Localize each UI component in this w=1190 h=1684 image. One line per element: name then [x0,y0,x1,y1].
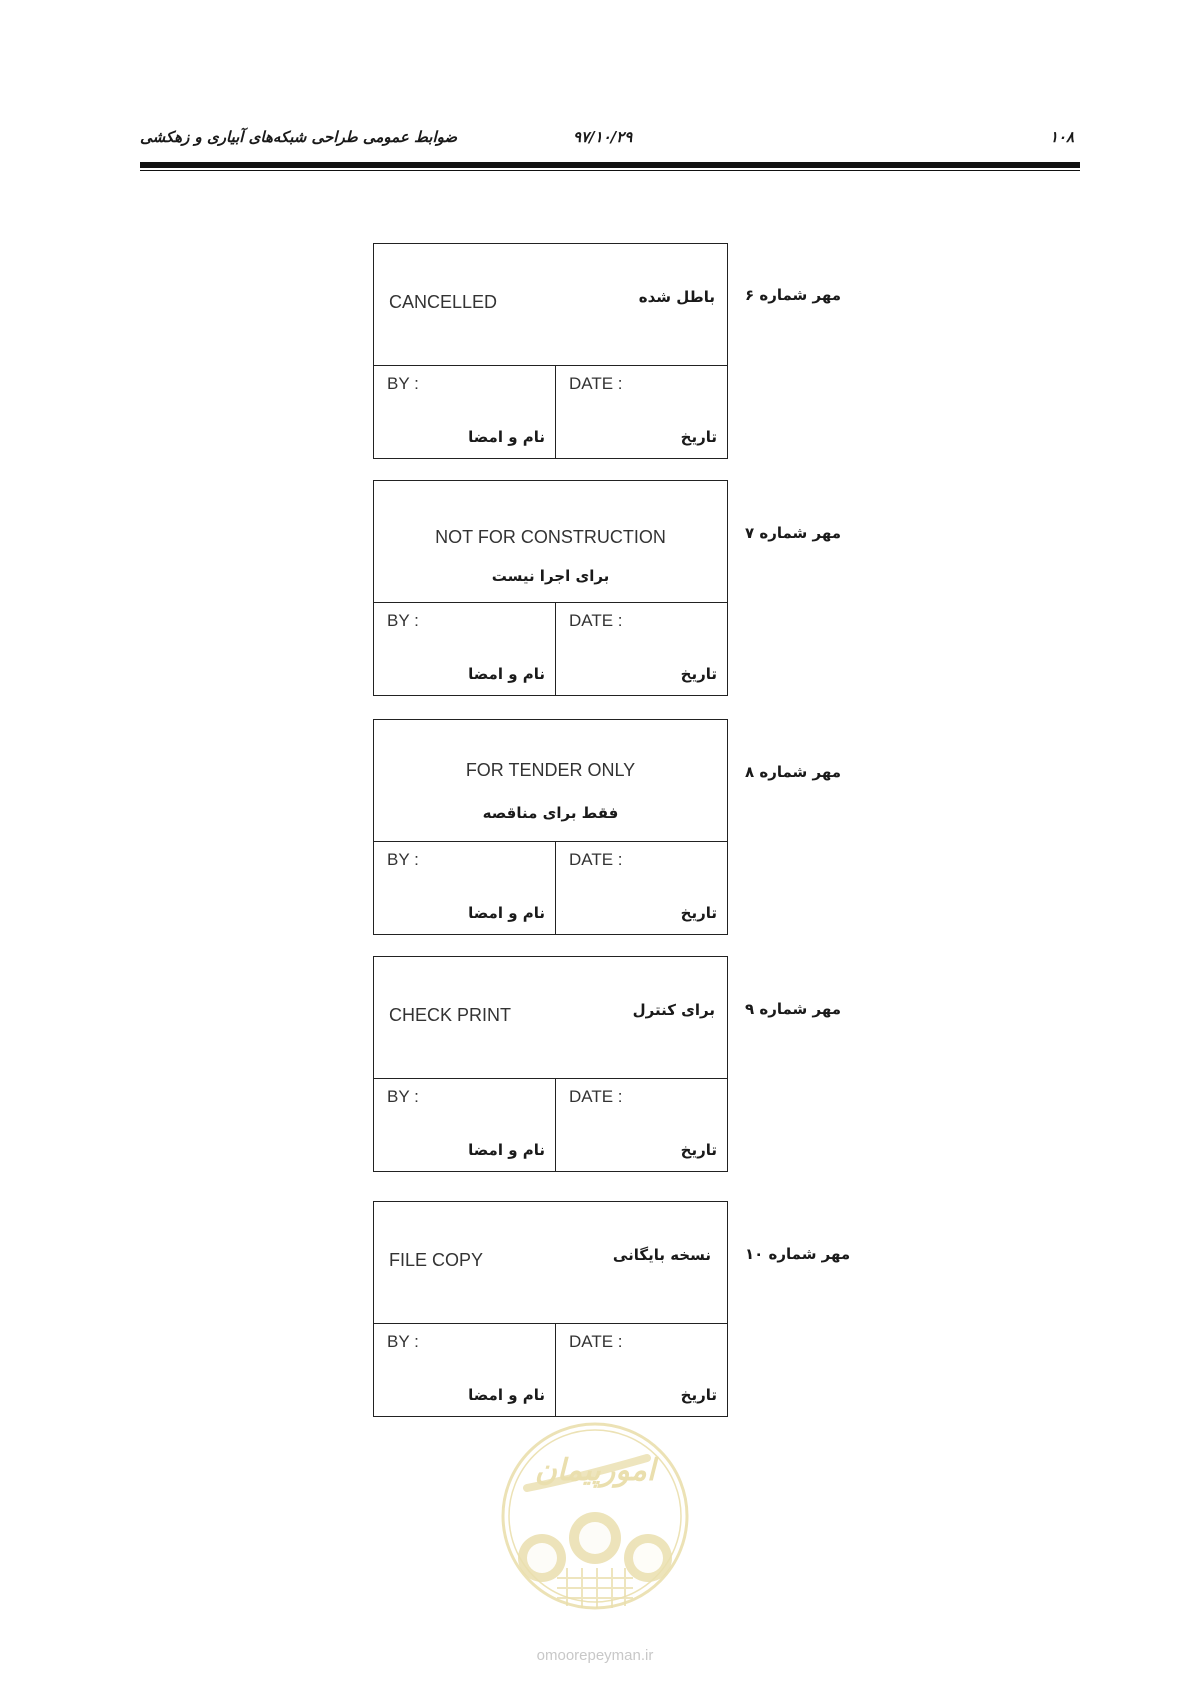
stamp-label-9: مهر شماره ۹ [745,1000,842,1018]
document-date: ۹۷/۱۰/۲۹ [573,128,633,146]
stamp-by-cell: BY : نام و امضا [374,842,556,934]
document-title: ضوابط عمومی طراحی شبکه‌های آبیاری و زهکش… [140,128,458,146]
stamp-persian-title: برای اجرا نیست [491,567,610,585]
date-caption: DATE : [569,374,623,393]
watermark-logo-text: امورپیمان [535,1453,659,1488]
stamp-label-7: مهر شماره ۷ [745,524,842,542]
stamp-by-cell: BY : نام و امضا [374,1324,556,1416]
by-persian-caption: نام و امضا [468,904,545,922]
stamp-by-cell: BY : نام و امضا [374,1079,556,1171]
stamp-date-cell: DATE : تاریخ [556,842,727,934]
stamp-10: FILE COPY نسخه بایگانی BY : نام و امضا D… [373,1201,728,1417]
stamp-8: FOR TENDER ONLY فقط برای مناقصه BY : نام… [373,719,728,935]
header-rule-thin [140,170,1080,171]
stamp-date-cell: DATE : تاریخ [556,1324,727,1416]
by-caption: BY : [387,1332,419,1351]
stamp-label-6: مهر شماره ۶ [745,286,842,304]
stamp-by-cell: BY : نام و امضا [374,603,556,695]
date-caption: DATE : [569,1332,623,1351]
by-caption: BY : [387,850,419,869]
by-persian-caption: نام و امضا [468,665,545,683]
page-number: ۱۰۸ [1049,128,1074,146]
stamp-persian-title: باطل شده [638,288,715,306]
stamp-english-title: FILE COPY [389,1250,484,1270]
by-persian-caption: نام و امضا [468,428,545,446]
stamp-6: CANCELLED باطل شده BY : نام و امضا DATE … [373,243,728,459]
by-caption: BY : [387,1087,419,1106]
date-persian-caption: تاریخ [680,1141,717,1159]
stamp-9: CHECK PRINT برای کنترل BY : نام و امضا D… [373,956,728,1172]
stamp-label-8: مهر شماره ۸ [745,763,842,781]
stamp-7: NOT FOR CONSTRUCTION برای اجرا نیست BY :… [373,480,728,696]
stamp-persian-title: فقط برای مناقصه [482,804,619,822]
date-persian-caption: تاریخ [680,1386,717,1404]
stamp-title-area: FOR TENDER ONLY فقط برای مناقصه [374,720,727,842]
stamp-title-area: FILE COPY نسخه بایگانی [374,1202,727,1324]
stamp-label-10: مهر شماره ۱۰ [745,1245,851,1263]
date-caption: DATE : [569,850,623,869]
watermark-site: omoorepeyman.ir [536,1647,654,1664]
date-persian-caption: تاریخ [680,665,717,683]
date-caption: DATE : [569,611,623,630]
stamp-english-title: NOT FOR CONSTRUCTION [435,527,666,547]
by-caption: BY : [387,374,419,393]
by-caption: BY : [387,611,419,630]
stamp-title-area: CHECK PRINT برای کنترل [374,957,727,1079]
stamp-english-title: FOR TENDER ONLY [465,760,636,780]
watermark-logo: امورپیمان [501,1422,689,1610]
stamp-date-cell: DATE : تاریخ [556,603,727,695]
stamp-english-title: CANCELLED [389,292,498,312]
by-persian-caption: نام و امضا [468,1141,545,1159]
date-persian-caption: تاریخ [680,428,717,446]
header-rule-thick [140,162,1080,168]
stamp-persian-title: برای کنترل [632,1001,715,1019]
stamp-english-title: CHECK PRINT [389,1005,512,1025]
stamp-date-cell: DATE : تاریخ [556,366,727,458]
stamp-title-area: CANCELLED باطل شده [374,244,727,366]
stamp-title-area: NOT FOR CONSTRUCTION برای اجرا نیست [374,481,727,603]
date-caption: DATE : [569,1087,623,1106]
date-persian-caption: تاریخ [680,904,717,922]
by-persian-caption: نام و امضا [468,1386,545,1404]
stamp-by-cell: BY : نام و امضا [374,366,556,458]
stamp-persian-title: نسخه بایگانی [612,1246,711,1264]
stamp-date-cell: DATE : تاریخ [556,1079,727,1171]
